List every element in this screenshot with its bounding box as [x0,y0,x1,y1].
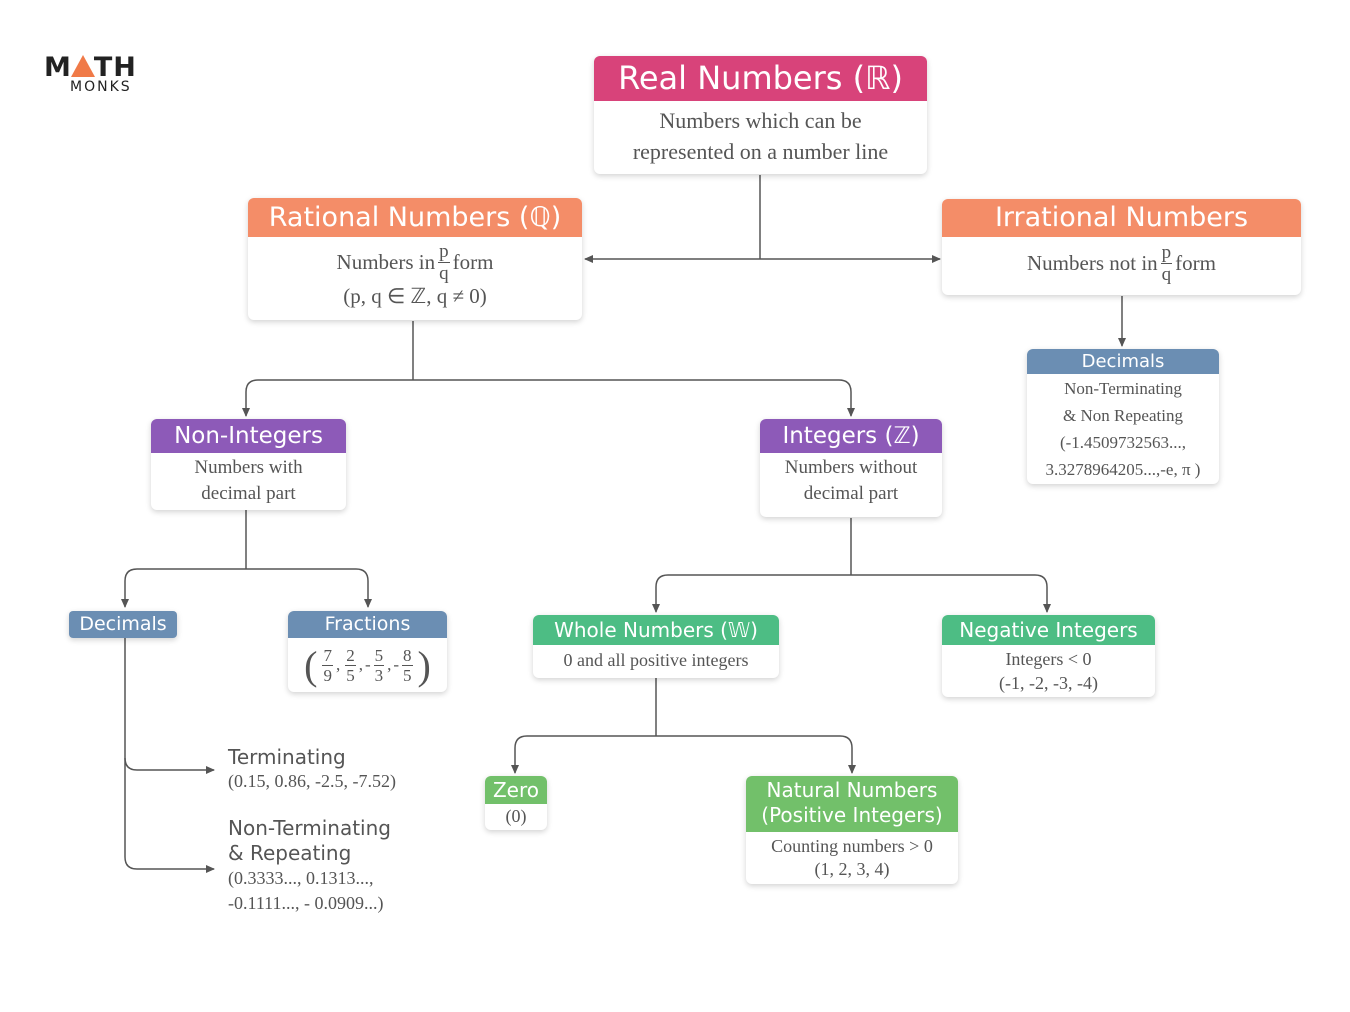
non-terminating-examples-2: -0.1111..., - 0.0909...) [228,893,384,913]
non-integers-box: Non-Integers Numbers with decimal part [151,419,346,510]
zero-box: Zero (0) [485,776,547,830]
zero-desc: (0) [505,806,527,826]
natural-numbers-box: Natural Numbers (Positive Integers) Coun… [746,776,958,884]
terminating-examples: (0.15, 0.86, -2.5, -7.52) [228,771,396,791]
negative-integers-title: Negative Integers [942,615,1155,645]
natural-numbers-desc-2: (1, 2, 3, 4) [814,859,890,879]
decimals-box: Decimals [69,611,177,638]
integers-desc-2: decimal part [803,483,899,504]
non-integers-title: Non-Integers [151,419,346,453]
connector-decimals-nonterminating [124,758,215,873]
real-numbers-desc-2: represented on a number line [632,139,889,164]
logo-triangle-icon [70,55,95,77]
irrational-numbers-title: Irrational Numbers [942,199,1301,237]
whole-numbers-desc: 0 and all positive integers [563,650,749,670]
non-integers-desc-1: Numbers with [194,457,303,478]
zero-title: Zero [485,776,547,804]
rational-desc-post: form [452,249,494,274]
natural-numbers-header: Natural Numbers (Positive Integers) [746,776,958,832]
connector-integers-whole [652,574,851,613]
rational-condition: (p, q ∈ ℤ, q ≠ 0) [343,284,487,308]
connector-nonint-fractions [246,568,372,608]
irrational-decimals-box: Decimals Non-Terminating & Non Repeating… [1027,349,1219,484]
integers-desc-1: Numbers without [784,457,918,478]
natural-numbers-desc-1: Counting numbers > 0 [771,836,933,856]
fractions-separator: , [358,655,363,674]
real-numbers-title: Real Numbers (ℝ) [594,56,927,101]
irrational-decimals-line-4: 3.3278964205...,-e, π ) [1045,460,1201,479]
negative-integers-desc-1: Integers < 0 [1005,649,1092,669]
connector-nonint-decimals [121,568,246,608]
integers-box: Integers (ℤ) Numbers without decimal par… [760,419,942,517]
fractions-title: Fractions [288,611,447,638]
non-terminating-title-1: Non-Terminating [228,816,391,840]
natural-numbers-title-2: (Positive Integers) [761,803,943,827]
irrational-decimals-line-2: & Non Repeating [1063,406,1183,425]
connector-integers-negative [851,574,1051,613]
connector-whole-zero [511,735,656,774]
whole-numbers-title: Whole Numbers (𝕎) [533,615,779,645]
irrational-decimals-line-3: (-1.4509732563..., [1059,433,1187,452]
fraction-sign: - [393,655,400,674]
fractions-separator: , [335,655,341,674]
rational-desc-pre: Numbers in [336,249,436,274]
fractions-close-paren: ) [417,642,431,688]
fractions-open-paren: ( [304,642,318,688]
connector-whole-natural [656,735,856,774]
irrational-decimals-line-1: Non-Terminating [1064,379,1182,398]
rational-numbers-title: Rational Numbers (ℚ) [248,198,582,237]
natural-numbers-title-1: Natural Numbers [766,778,938,802]
irrational-decimals-title: Decimals [1027,349,1219,374]
connector-decimals-terminating [124,638,215,774]
real-numbers-desc-1: Numbers which can be [659,108,862,133]
non-terminating-label: Non-Terminating & Repeating (0.3333..., … [228,816,391,916]
real-numbers-box: Real Numbers (ℝ) Numbers which can be re… [594,56,927,174]
connector-rational-integers [413,379,855,417]
terminating-label: Terminating (0.15, 0.86, -2.5, -7.52) [228,745,396,792]
non-terminating-examples-1: (0.3333..., 0.1313..., [228,868,374,888]
fraction-sign: - [364,655,371,674]
non-terminating-title-2: & Repeating [228,841,352,865]
irrational-desc-pre: Numbers not in [1027,250,1158,275]
negative-integers-desc-2: (-1, -2, -3, -4) [999,673,1098,693]
fractions-separator: , [387,655,392,674]
connector-rational-nonintegers [242,379,413,417]
irrational-desc-post: form [1175,250,1216,275]
negative-integers-box: Negative Integers Integers < 0 (-1, -2, … [942,615,1155,697]
whole-numbers-box: Whole Numbers (𝕎) 0 and all positive int… [533,615,779,678]
terminating-title: Terminating [228,745,346,769]
decimals-title: Decimals [69,611,177,638]
integers-title: Integers (ℤ) [760,419,942,453]
non-integers-desc-2: decimal part [201,483,296,504]
